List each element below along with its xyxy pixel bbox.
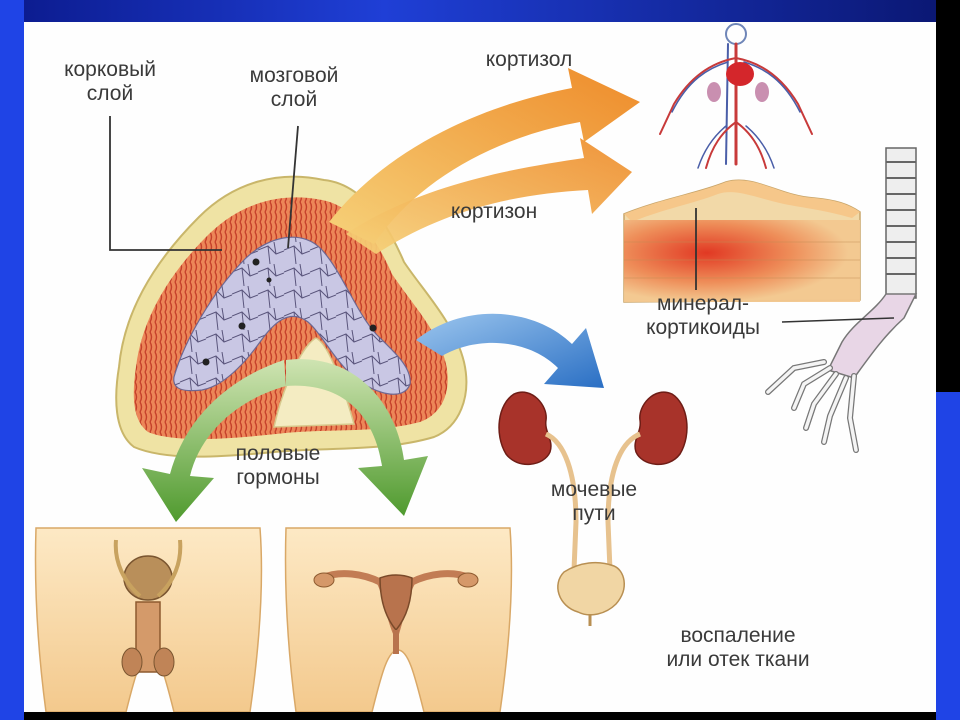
cortisol-arrow — [329, 68, 640, 244]
cortisol-label: кортизол — [485, 48, 573, 71]
inflammation-label: воспаление или отек ткани — [638, 624, 838, 672]
cortisone-arrow — [346, 138, 632, 254]
sex-hormones-label-line1: половые — [235, 442, 321, 465]
cortex-label: корковый слой — [40, 58, 180, 106]
slide-top-band — [0, 0, 960, 22]
cortex-label-line1: корковый — [64, 58, 156, 81]
mineralocorticoids-label-line1: минерал- — [656, 292, 750, 315]
mineralocorticoids-label: минерал- кортикоиды — [618, 292, 788, 340]
medulla-label-line2: слой — [270, 88, 318, 111]
urinary-system-figure — [498, 391, 688, 626]
adrenal-medulla — [173, 236, 411, 395]
circulatory-system-figure — [659, 23, 813, 169]
inflammation-label-line1: воспаление — [680, 624, 796, 647]
right-kidney — [634, 391, 688, 465]
sex-hormones-label: половые гормоны — [208, 442, 348, 490]
cortex-label-line2: слой — [86, 82, 134, 105]
cortex-pointer-line — [109, 116, 222, 251]
left-kidney — [498, 391, 552, 465]
bronchus-pointer-line — [781, 317, 895, 323]
mineralocorticoid-arrow — [416, 313, 604, 388]
adrenal-diagram: корковый слой мозговой слой кортизол кор… — [24, 22, 936, 712]
medulla-pointer-line — [287, 125, 299, 249]
skin-tissue-block — [623, 179, 861, 303]
male-pelvis-figure — [34, 527, 263, 712]
left-ureter — [544, 431, 579, 571]
medulla-label: мозговой слой — [224, 64, 364, 112]
sex-hormone-arrow-left — [142, 360, 286, 522]
female-pelvis-figure — [284, 527, 513, 712]
medulla-label-line1: мозговой — [249, 64, 339, 87]
sex-hormone-arrow-right — [286, 359, 428, 516]
trachea-bronchi-figure — [765, 147, 918, 453]
mineralocorticoids-label-line2: кортикоиды — [646, 316, 760, 339]
cortisone-label: кортизон — [450, 200, 538, 223]
urinary-tract-label: мочевые пути — [524, 478, 664, 526]
slide-left-bar — [0, 0, 24, 720]
right-ureter — [605, 431, 642, 571]
urinary-tract-label-line2: пути — [572, 502, 616, 525]
slide-right-accent — [936, 392, 960, 720]
urinary-tract-label-line1: мочевые — [550, 478, 638, 501]
inflammation-label-line2: или отек ткани — [666, 648, 810, 671]
sex-hormones-label-line2: гормоны — [236, 466, 320, 489]
bladder — [557, 561, 625, 616]
